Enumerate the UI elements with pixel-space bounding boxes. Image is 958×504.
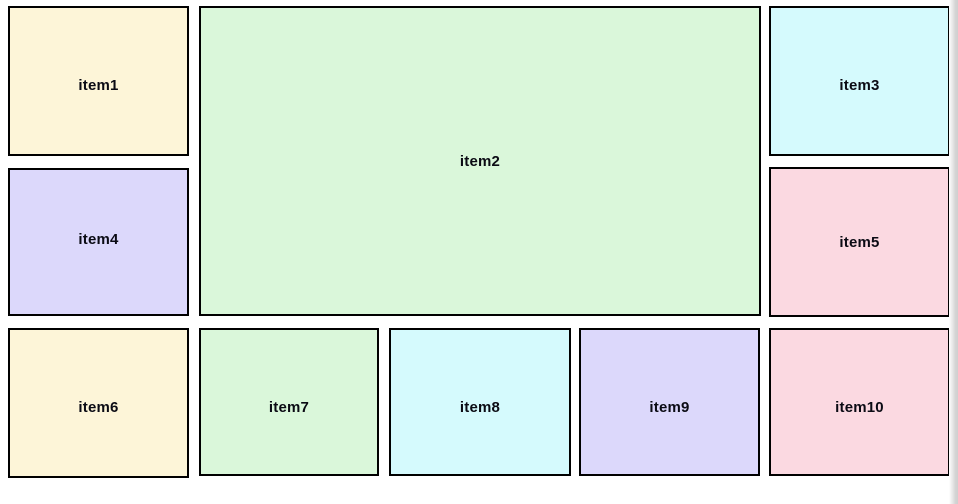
layout-item-label: item9 bbox=[649, 399, 690, 416]
layout-item-7: item7 bbox=[199, 328, 379, 476]
layout-item-3: item3 bbox=[769, 6, 950, 156]
layout-item-5: item5 bbox=[769, 167, 950, 317]
layout-item-10: item10 bbox=[769, 328, 950, 476]
layout-item-4: item4 bbox=[8, 168, 189, 316]
layout-item-label: item1 bbox=[78, 77, 119, 94]
layout-item-9: item9 bbox=[579, 328, 760, 476]
layout-item-1: item1 bbox=[8, 6, 189, 156]
layout-item-label: item10 bbox=[835, 399, 884, 416]
layout-item-8: item8 bbox=[389, 328, 571, 476]
layout-item-label: item6 bbox=[78, 399, 119, 416]
layout-item-label: item7 bbox=[268, 399, 310, 416]
layout-item-6: item6 bbox=[8, 328, 189, 478]
layout-item-label: item3 bbox=[839, 77, 880, 94]
layout-item-label: item4 bbox=[78, 231, 119, 248]
layout-item-label: item8 bbox=[459, 399, 501, 416]
layout-item-2: item2 bbox=[199, 6, 761, 316]
layout-item-label: item5 bbox=[839, 234, 880, 251]
layout-item-label: item2 bbox=[459, 152, 501, 170]
vertical-scrollbar[interactable] bbox=[949, 0, 958, 504]
